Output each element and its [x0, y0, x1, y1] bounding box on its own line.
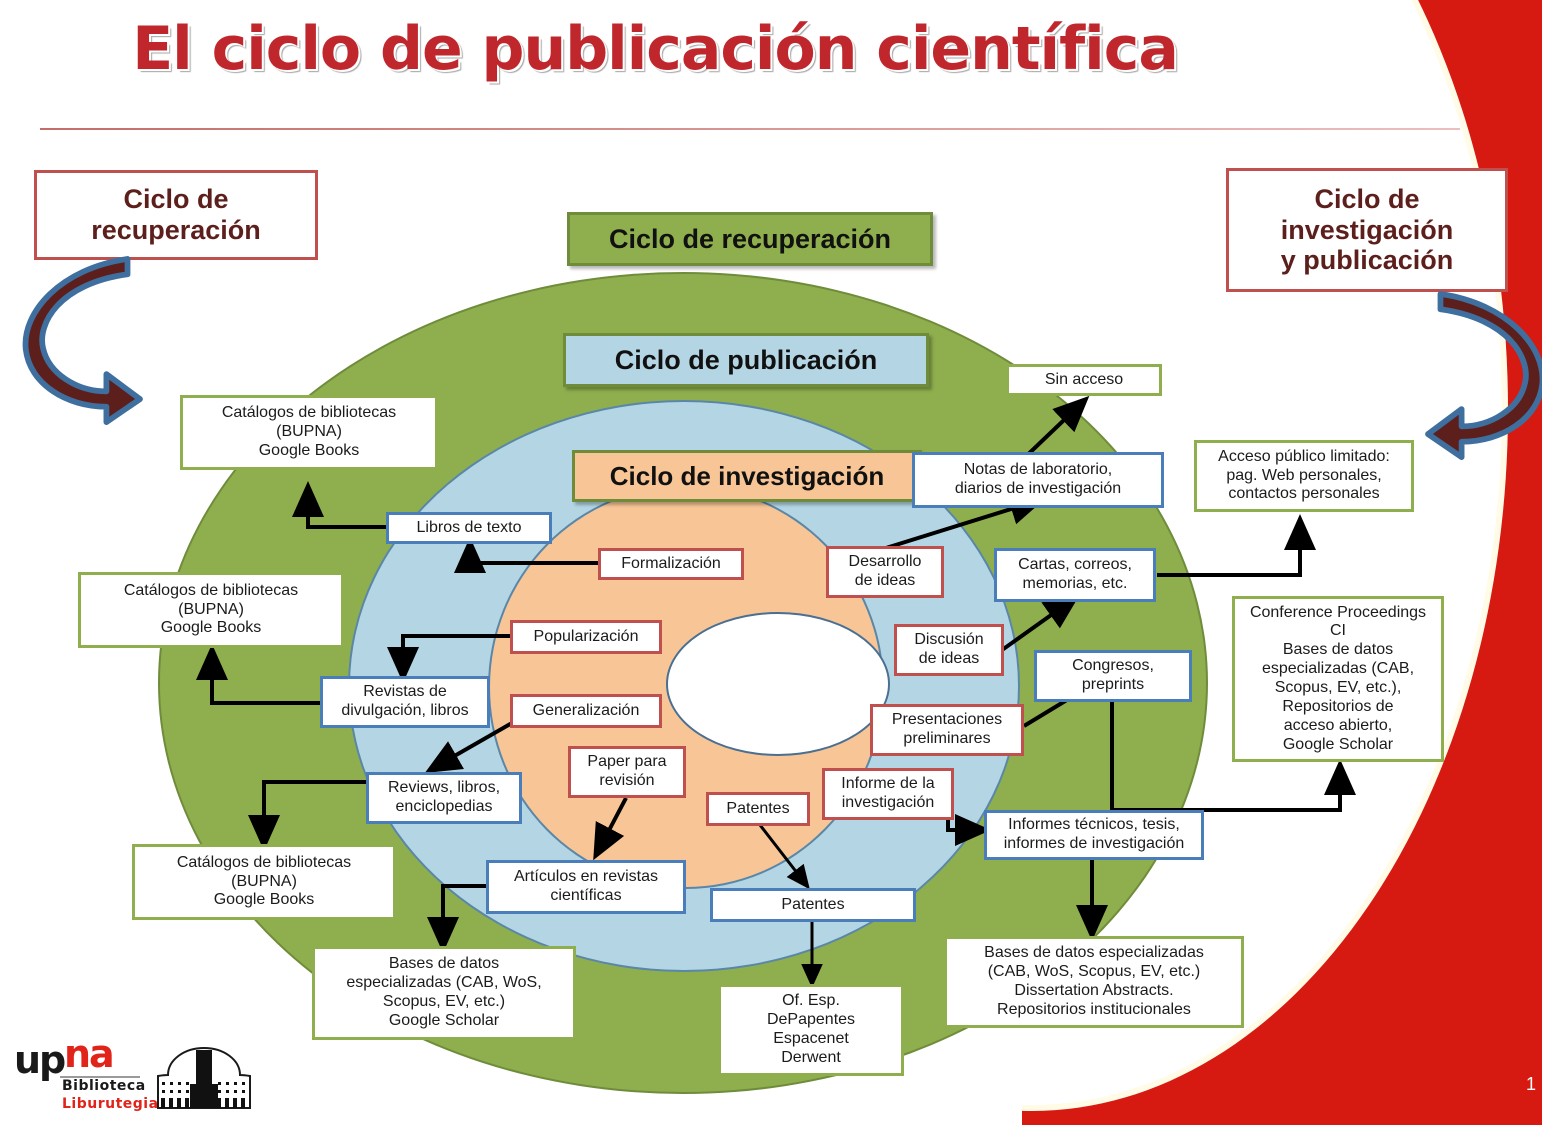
title-divider-rule [40, 128, 1460, 130]
upna-biblioteca-logo: up na Biblioteca Liburutegia [8, 1032, 268, 1116]
logo-up-text: up [14, 1038, 66, 1082]
page-title: El ciclo de publicación científica [132, 14, 1179, 84]
ring-center-hole [666, 612, 890, 756]
node-acceso-publico-limitado: Acceso público limitado:pag. Web persona… [1194, 440, 1414, 512]
node-popularizacion: Popularización [510, 620, 662, 654]
node-cartas-correos-memorias: Cartas, correos,memorias, etc. [994, 548, 1156, 602]
logo-liburutegia-text: Liburutegia [62, 1096, 159, 1112]
logo-na-text: na [64, 1032, 115, 1076]
node-congresos-preprints: Congresos,preprints [1034, 650, 1192, 702]
node-formalizacion: Formalización [598, 548, 744, 580]
node-catalogos-bibliotecas-3: Catálogos de bibliotecas(BUPNA)Google Bo… [132, 844, 396, 920]
node-patentes-externo: Patentes [710, 888, 916, 922]
banner-ciclo-recuperacion: Ciclo de recuperación [567, 212, 933, 266]
node-notas-de-laboratorio: Notas de laboratorio,diarios de investig… [912, 452, 1164, 508]
node-reviews-libros-enciclopedias: Reviews, libros,enciclopedias [366, 772, 522, 824]
logo-biblioteca-text: Biblioteca [62, 1078, 146, 1094]
node-patentes-interno: Patentes [706, 792, 810, 826]
banner-ciclo-publicacion: Ciclo de publicación [563, 333, 929, 387]
page-number: 1 [1525, 1074, 1536, 1094]
node-informes-tecnicos-tesis: Informes técnicos, tesis,informes de inv… [984, 810, 1204, 860]
curved-arrow-right-icon [1425, 291, 1542, 460]
logo-building-icon [157, 1046, 251, 1109]
curved-arrow-left-icon [22, 256, 143, 425]
node-libros-de-texto: Libros de texto [386, 512, 552, 544]
node-catalogos-bibliotecas-1: Catálogos de bibliotecas(BUPNA)Google Bo… [180, 395, 438, 470]
node-bases-datos-especializadas-der: Bases de datos especializadas(CAB, WoS, … [944, 936, 1244, 1028]
node-generalizacion: Generalización [510, 694, 662, 728]
banner-ciclo-investigacion: Ciclo de investigación [572, 450, 922, 502]
logo-divider [60, 1076, 140, 1078]
node-sin-acceso: Sin acceso [1006, 364, 1162, 396]
node-catalogos-bibliotecas-2: Catálogos de bibliotecas(BUPNA)Google Bo… [78, 572, 344, 648]
